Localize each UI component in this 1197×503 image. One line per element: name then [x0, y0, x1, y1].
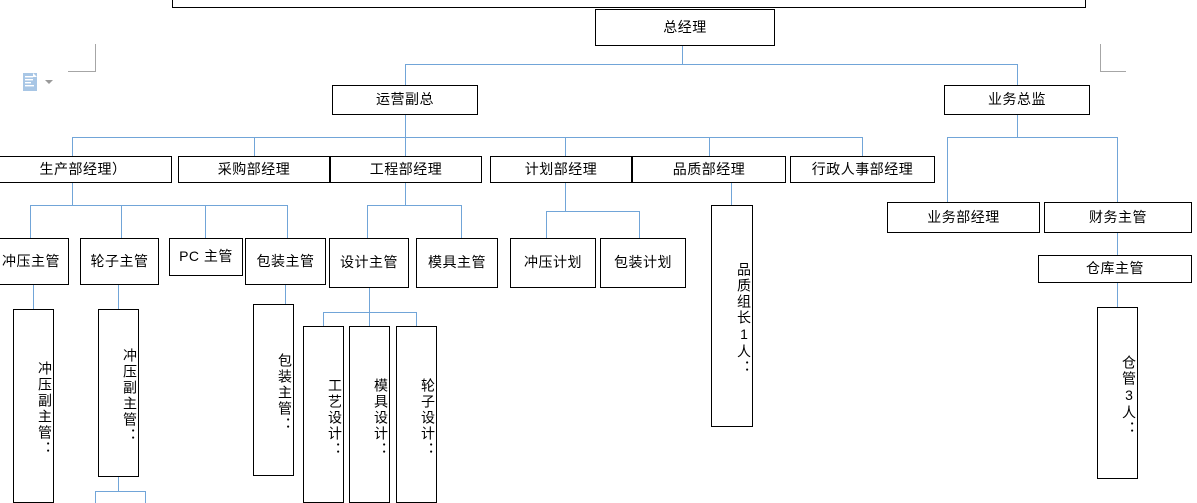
node-pc-supervisor[interactable]: PC 主管: [169, 238, 243, 276]
connector-engineering-manager-down: [405, 182, 406, 205]
node-quality-manager[interactable]: 品质部经理: [632, 156, 786, 183]
connector-managers-bus: [72, 137, 862, 138]
node-operations-vp[interactable]: 运营副总: [332, 85, 478, 115]
node-wheel-supervisor[interactable]: 轮子主管: [80, 238, 159, 285]
connector-to-process-design: [323, 312, 324, 326]
margin-corner-mark-right: [1100, 44, 1126, 72]
node-design-supervisor[interactable]: 设计主管: [329, 238, 409, 288]
node-mold-supervisor[interactable]: 模具主管: [416, 238, 498, 288]
node-stamping-supervisor[interactable]: 冲压主管: [0, 238, 69, 285]
partial-top-box[interactable]: [172, 0, 1086, 8]
node-stamping-deputy-2[interactable]: 冲压副主管：: [98, 309, 139, 477]
node-production-manager[interactable]: 生产部经理）: [0, 156, 172, 183]
connector-bottom-left-drop: [95, 491, 96, 503]
connector-business-bus: [947, 137, 1117, 138]
connector-to-wheel-supervisor: [121, 205, 122, 238]
margin-corner-mark-left: [68, 44, 96, 72]
node-stamping-deputy-1[interactable]: 冲压副主管：: [13, 309, 54, 503]
connector-to-operations-vp: [405, 64, 406, 85]
node-wheel-design[interactable]: 轮子设计：: [396, 326, 437, 503]
connector-to-wheel-design: [416, 312, 417, 326]
node-finance-supervisor[interactable]: 财务主管: [1044, 202, 1192, 233]
paste-options-icon[interactable]: [22, 72, 42, 92]
connector-to-stamping-supervisor: [30, 205, 31, 238]
connector-to-planning-manager: [565, 137, 566, 157]
node-stamping-plan[interactable]: 冲压计划: [510, 238, 596, 288]
node-packaging-supervisor[interactable]: 包装主管: [245, 238, 326, 285]
node-engineering-manager[interactable]: 工程部经理: [330, 156, 482, 183]
node-packaging-plan[interactable]: 包装计划: [600, 238, 686, 288]
connector-quality-manager-down: [731, 182, 732, 205]
connector-to-mold-supervisor: [461, 205, 462, 238]
connector-to-packaging-supervisor: [287, 205, 288, 238]
node-process-design[interactable]: 工艺设计：: [303, 326, 344, 503]
connector-to-pc-supervisor: [205, 205, 206, 238]
connector-to-business-director: [1017, 64, 1018, 85]
connector-planning-bus: [546, 211, 639, 212]
node-planning-manager[interactable]: 计划部经理: [490, 156, 632, 183]
connector-to-stamping-plan: [546, 211, 547, 238]
node-sales-manager[interactable]: 业务部经理: [887, 202, 1040, 233]
connector-planning-manager-down: [565, 182, 566, 211]
node-business-director[interactable]: 业务总监: [944, 85, 1090, 115]
connector-operations-vp-down: [405, 114, 406, 137]
connector-to-hr-manager: [862, 137, 863, 157]
connector-to-mold-design: [369, 312, 370, 326]
connector-bottom-right-drop: [145, 491, 146, 503]
connector-level2-bus: [405, 64, 1018, 65]
connector-finance-to-warehouse: [1117, 233, 1118, 255]
connector-to-engineering-manager: [405, 137, 406, 157]
connector-to-finance-supervisor: [1117, 137, 1118, 202]
connector-to-packaging-plan: [639, 211, 640, 238]
connector-to-design-supervisor: [367, 205, 368, 238]
connector-bottom-bus: [95, 491, 145, 492]
node-general-manager[interactable]: 总经理: [595, 9, 775, 46]
connector-to-sales-manager: [947, 137, 948, 202]
chevron-down-icon[interactable]: [45, 80, 53, 84]
connector-wheel-to-deputy2: [118, 285, 119, 309]
connector-warehouse-to-staff: [1117, 283, 1118, 307]
node-packaging-supervisor-detail[interactable]: 包装主管：: [253, 304, 294, 476]
connector-to-quality-manager: [709, 137, 710, 157]
connector-production-bus: [30, 205, 287, 206]
node-mold-design[interactable]: 模具设计：: [349, 326, 390, 503]
node-quality-leader[interactable]: 品质组长1人：: [711, 205, 753, 427]
node-hr-admin-manager[interactable]: 行政人事部经理: [790, 156, 935, 183]
node-warehouse-staff[interactable]: 仓管3人：: [1097, 307, 1138, 479]
connector-stamping-to-deputy1: [33, 285, 34, 309]
connector-business-director-down: [1017, 114, 1018, 137]
connector-to-purchasing-manager: [254, 137, 255, 157]
connector-production-manager-down: [72, 182, 73, 205]
connector-to-production-manager: [72, 137, 73, 157]
node-warehouse-supervisor[interactable]: 仓库主管: [1038, 255, 1192, 283]
connector-packaging-to-detail: [285, 285, 286, 304]
connector-deputy2-down: [118, 477, 119, 491]
connector-gm-down: [682, 46, 683, 64]
connector-design-supervisor-down: [369, 288, 370, 312]
connector-engineering-bus: [367, 205, 461, 206]
node-purchasing-manager[interactable]: 采购部经理: [178, 156, 330, 183]
